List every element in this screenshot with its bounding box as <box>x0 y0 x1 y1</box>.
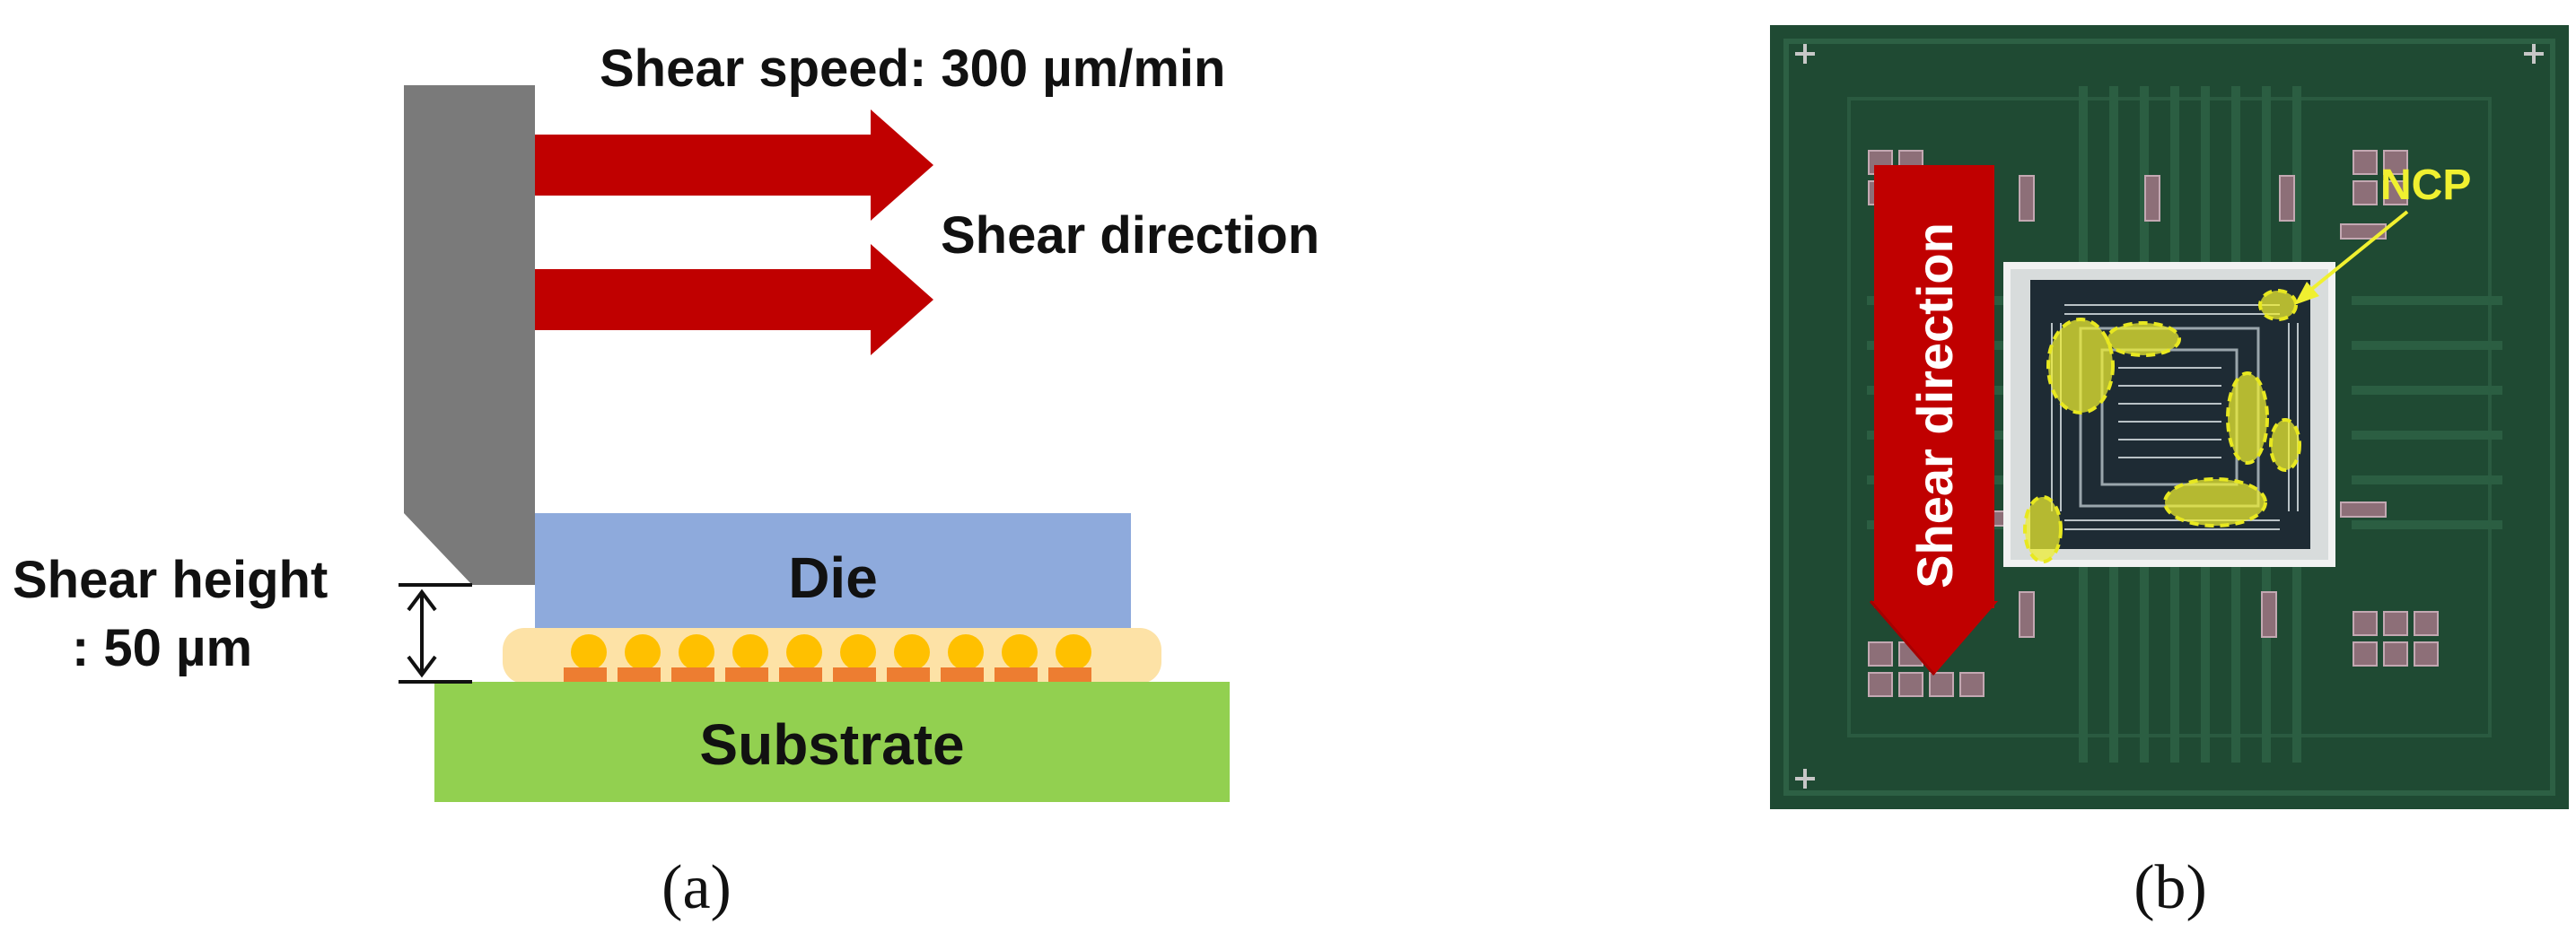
substrate-pad <box>618 667 661 684</box>
ncp-region <box>2258 289 2298 321</box>
ncp-region <box>2269 418 2301 472</box>
substrate-pad <box>779 667 822 684</box>
panel-a: Shear speed: 300 µm/min Shear direction … <box>13 39 1319 922</box>
caption-a: (a) <box>662 853 732 922</box>
ncp-region <box>2226 371 2269 465</box>
ncp-region <box>2046 318 2115 414</box>
solder-bump <box>732 634 768 670</box>
board-traces <box>1867 86 2502 763</box>
caption-b: (b) <box>2134 853 2207 922</box>
substrate-pad <box>671 667 714 684</box>
substrate-pad <box>941 667 984 684</box>
solder-bumps <box>571 634 1091 670</box>
substrate-pad <box>725 667 768 684</box>
solder-bump <box>894 634 930 670</box>
solder-bump <box>625 634 661 670</box>
solder-bump <box>948 634 984 670</box>
solder-bump <box>679 634 714 670</box>
shear-height-value: : 50 µm <box>72 619 252 677</box>
ncp-region <box>2106 321 2181 357</box>
die <box>535 513 1131 639</box>
substrate-pad <box>994 667 1038 684</box>
shear-arrow-top <box>535 109 933 221</box>
solder-bump <box>1056 634 1091 670</box>
alignment-marks <box>1795 44 2544 789</box>
ncp-region <box>2163 477 2267 528</box>
ncp-pointer <box>2301 210 2409 298</box>
ncp-label: NCP <box>2380 161 2471 209</box>
die-label: Die <box>788 545 878 610</box>
substrate-pad <box>887 667 930 684</box>
shear-direction-label: Shear direction <box>941 206 1319 265</box>
shear-arrow-bottom <box>535 244 933 355</box>
shear-arrow-vertical <box>1869 165 1998 676</box>
ncp-residue <box>2023 289 2301 563</box>
shear-height-label: Shear height <box>13 551 328 609</box>
substrate <box>434 682 1230 802</box>
shear-direction-vertical-label: Shear direction <box>1906 222 1963 589</box>
ncp-region <box>2023 495 2063 563</box>
substrate-pad <box>1048 667 1091 684</box>
panel-b: NCP Shear direction (b) <box>1770 25 2569 922</box>
solder-bump <box>1002 634 1038 670</box>
substrate-pads <box>564 667 1091 684</box>
substrate-pad <box>564 667 607 684</box>
shear-tool <box>404 85 535 585</box>
shear-height-dimension <box>399 583 472 684</box>
solder-bump <box>840 634 876 670</box>
solder-bump <box>571 634 607 670</box>
solder-bump <box>786 634 822 670</box>
substrate-pad <box>833 667 876 684</box>
substrate-label: Substrate <box>699 712 964 777</box>
shear-speed-label: Shear speed: 300 µm/min <box>600 39 1225 98</box>
